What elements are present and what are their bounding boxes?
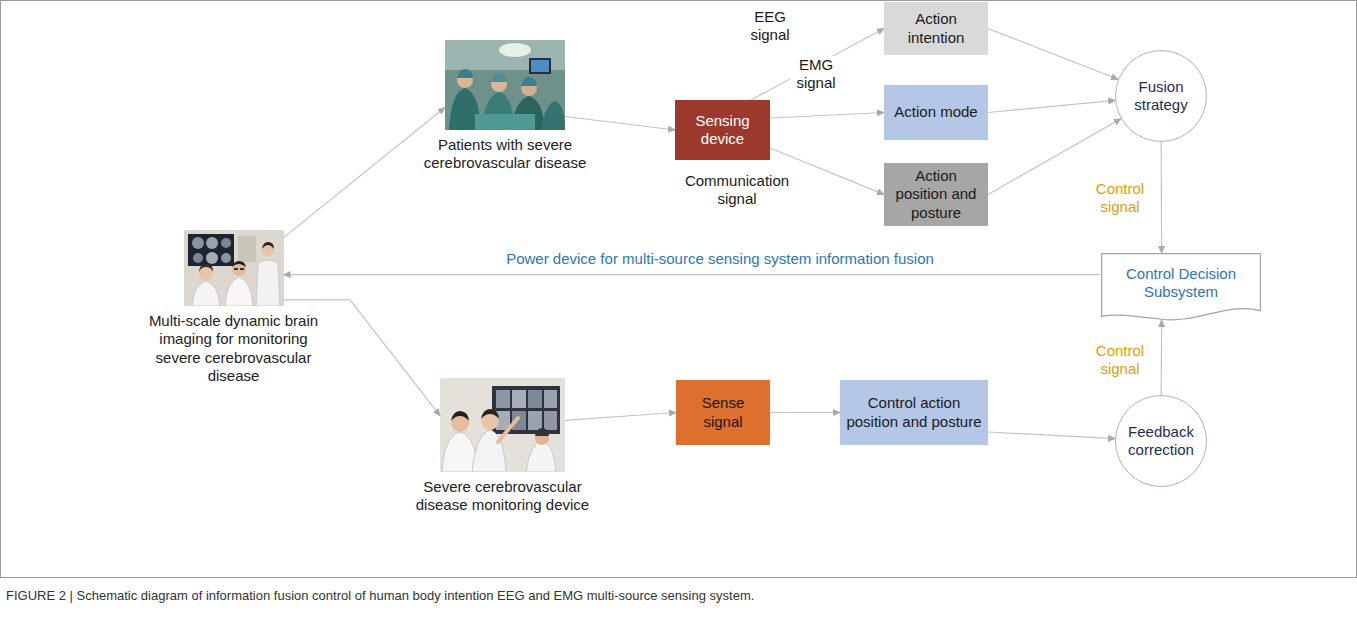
node-text-group: Feedback correction [1122, 423, 1200, 460]
connector [988, 100, 1115, 112]
photo-frame [445, 40, 565, 130]
process-box: Action mode [884, 85, 988, 140]
node-label: Action position and posture [890, 167, 982, 222]
photo-caption: Multi-scale dynamic brain imaging for mo… [136, 312, 331, 385]
process-box: Action intention [884, 2, 988, 55]
node-label: Control action position and posture [846, 394, 982, 431]
edge-label: EMG signal [790, 56, 842, 93]
node-text-group: Action position and posture [890, 167, 982, 222]
node-label: Sensing device [681, 112, 764, 149]
photo-node: Patients with severe cerebrovascular dis… [415, 40, 595, 173]
connector [770, 113, 884, 119]
photo-caption: Patients with severe cerebrovascular dis… [415, 136, 595, 173]
node-text-group: Action intention [890, 10, 982, 47]
node-text-group: Control action position and posture [846, 394, 982, 431]
node-label: Sense signal [682, 394, 764, 431]
edge-label: Power device for multi-source sensing sy… [420, 250, 1020, 268]
node-text-group: Sensing device [681, 112, 764, 149]
connector [1161, 320, 1163, 395]
connector [988, 432, 1115, 439]
monitoring-photo [440, 378, 565, 472]
process-box: Sense signal [676, 380, 770, 445]
process-box: Control action position and posture [840, 380, 988, 445]
photo-frame [184, 230, 284, 306]
connector [284, 108, 446, 238]
node-label: Action mode [894, 103, 977, 121]
edge-label: Control signal [1088, 342, 1152, 379]
photo-node: Multi-scale dynamic brain imaging for mo… [136, 230, 331, 385]
process-circle: Fusion strategy [1115, 50, 1207, 142]
connector [565, 117, 675, 131]
connector [988, 29, 1118, 80]
photo-frame [440, 378, 565, 472]
process-box: Action position and posture [884, 163, 988, 226]
edge-label: EEG signal [744, 8, 796, 45]
process-circle: Feedback correction [1115, 395, 1207, 487]
node-label: Feedback correction [1122, 423, 1200, 460]
figure-caption: FIGURE 2 | Schematic diagram of informat… [6, 588, 1346, 603]
node-label: Action intention [890, 10, 982, 47]
edge-label: Control signal [1088, 180, 1152, 217]
node-label: Control Decision Subsystem [1108, 265, 1254, 302]
connector [565, 413, 676, 421]
process-box: Sensing device [675, 100, 770, 160]
node-text-group: Action mode [894, 103, 977, 121]
photo-caption: Severe cerebrovascular disease monitorin… [410, 478, 595, 515]
edge-label: Communication signal [676, 172, 798, 209]
node-label: Fusion strategy [1122, 78, 1200, 115]
document-outline-path [1102, 254, 1261, 320]
document-shape: Control Decision Subsystem [1100, 253, 1262, 325]
operating-room-photo [445, 40, 565, 130]
photo-node: Severe cerebrovascular disease monitorin… [410, 378, 595, 515]
node-text-group: Fusion strategy [1122, 78, 1200, 115]
connector [284, 274, 1101, 275]
doctors-photo [184, 230, 284, 306]
node-text-group: Sense signal [682, 394, 764, 431]
node-text-group: Control Decision Subsystem [1108, 265, 1254, 302]
connector [1161, 142, 1163, 253]
connector [770, 412, 840, 413]
